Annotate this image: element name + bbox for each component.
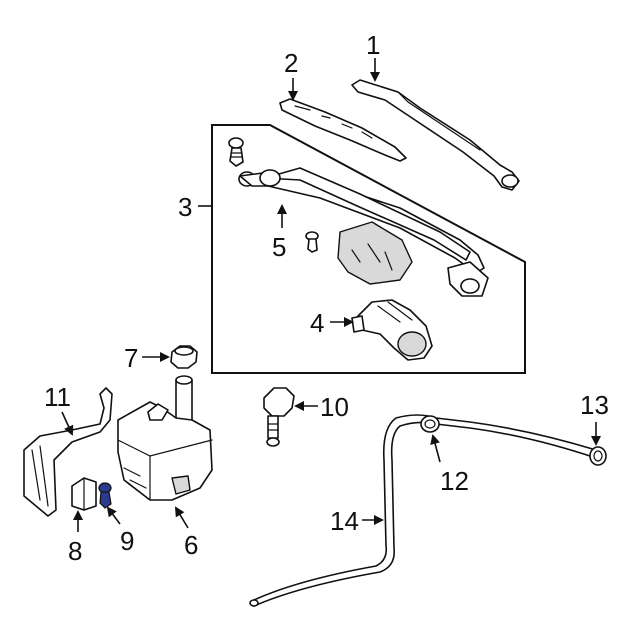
callout-13: 13 [580,390,609,420]
part-reservoir-cap [170,345,198,369]
callout-5: 5 [272,232,286,262]
callout-12: 12 [440,466,469,496]
part-wiper-arm [351,79,520,191]
part-washer-nozzle [263,387,295,447]
callout-10: 10 [320,392,349,422]
callouts: 1 2 3 4 5 6 7 8 9 10 11 12 13 14 [44,30,609,566]
leader-9 [106,506,121,525]
part-hose-clip [420,415,440,433]
callout-9: 9 [120,526,134,556]
linkage-group-frame [211,124,526,374]
part-wiper-motor [351,299,433,361]
callout-8: 8 [68,536,82,566]
callout-3: 3 [178,192,192,222]
part-reservoir-shield [23,387,113,517]
leader-6 [174,506,189,529]
callout-4: 4 [310,308,324,338]
part-washer-reservoir [117,375,213,501]
part-washer-hose [249,414,597,607]
part-wiper-linkage [238,167,489,297]
callout-1: 1 [366,30,380,60]
part-clip [71,477,97,511]
leader-lines [61,58,601,532]
part-reservoir-bolt [98,482,112,509]
part-linkage-bolt-mid [305,231,319,253]
callout-11: 11 [44,382,71,412]
callout-7: 7 [124,343,138,373]
callout-2: 2 [284,48,298,78]
callout-6: 6 [184,530,198,560]
part-hose-connector [589,446,607,466]
leader-11 [61,411,74,436]
leader-12 [430,434,441,463]
part-wiper-blade [279,98,407,162]
callout-14: 14 [330,506,359,536]
part-linkage-bolt-top [228,137,244,167]
